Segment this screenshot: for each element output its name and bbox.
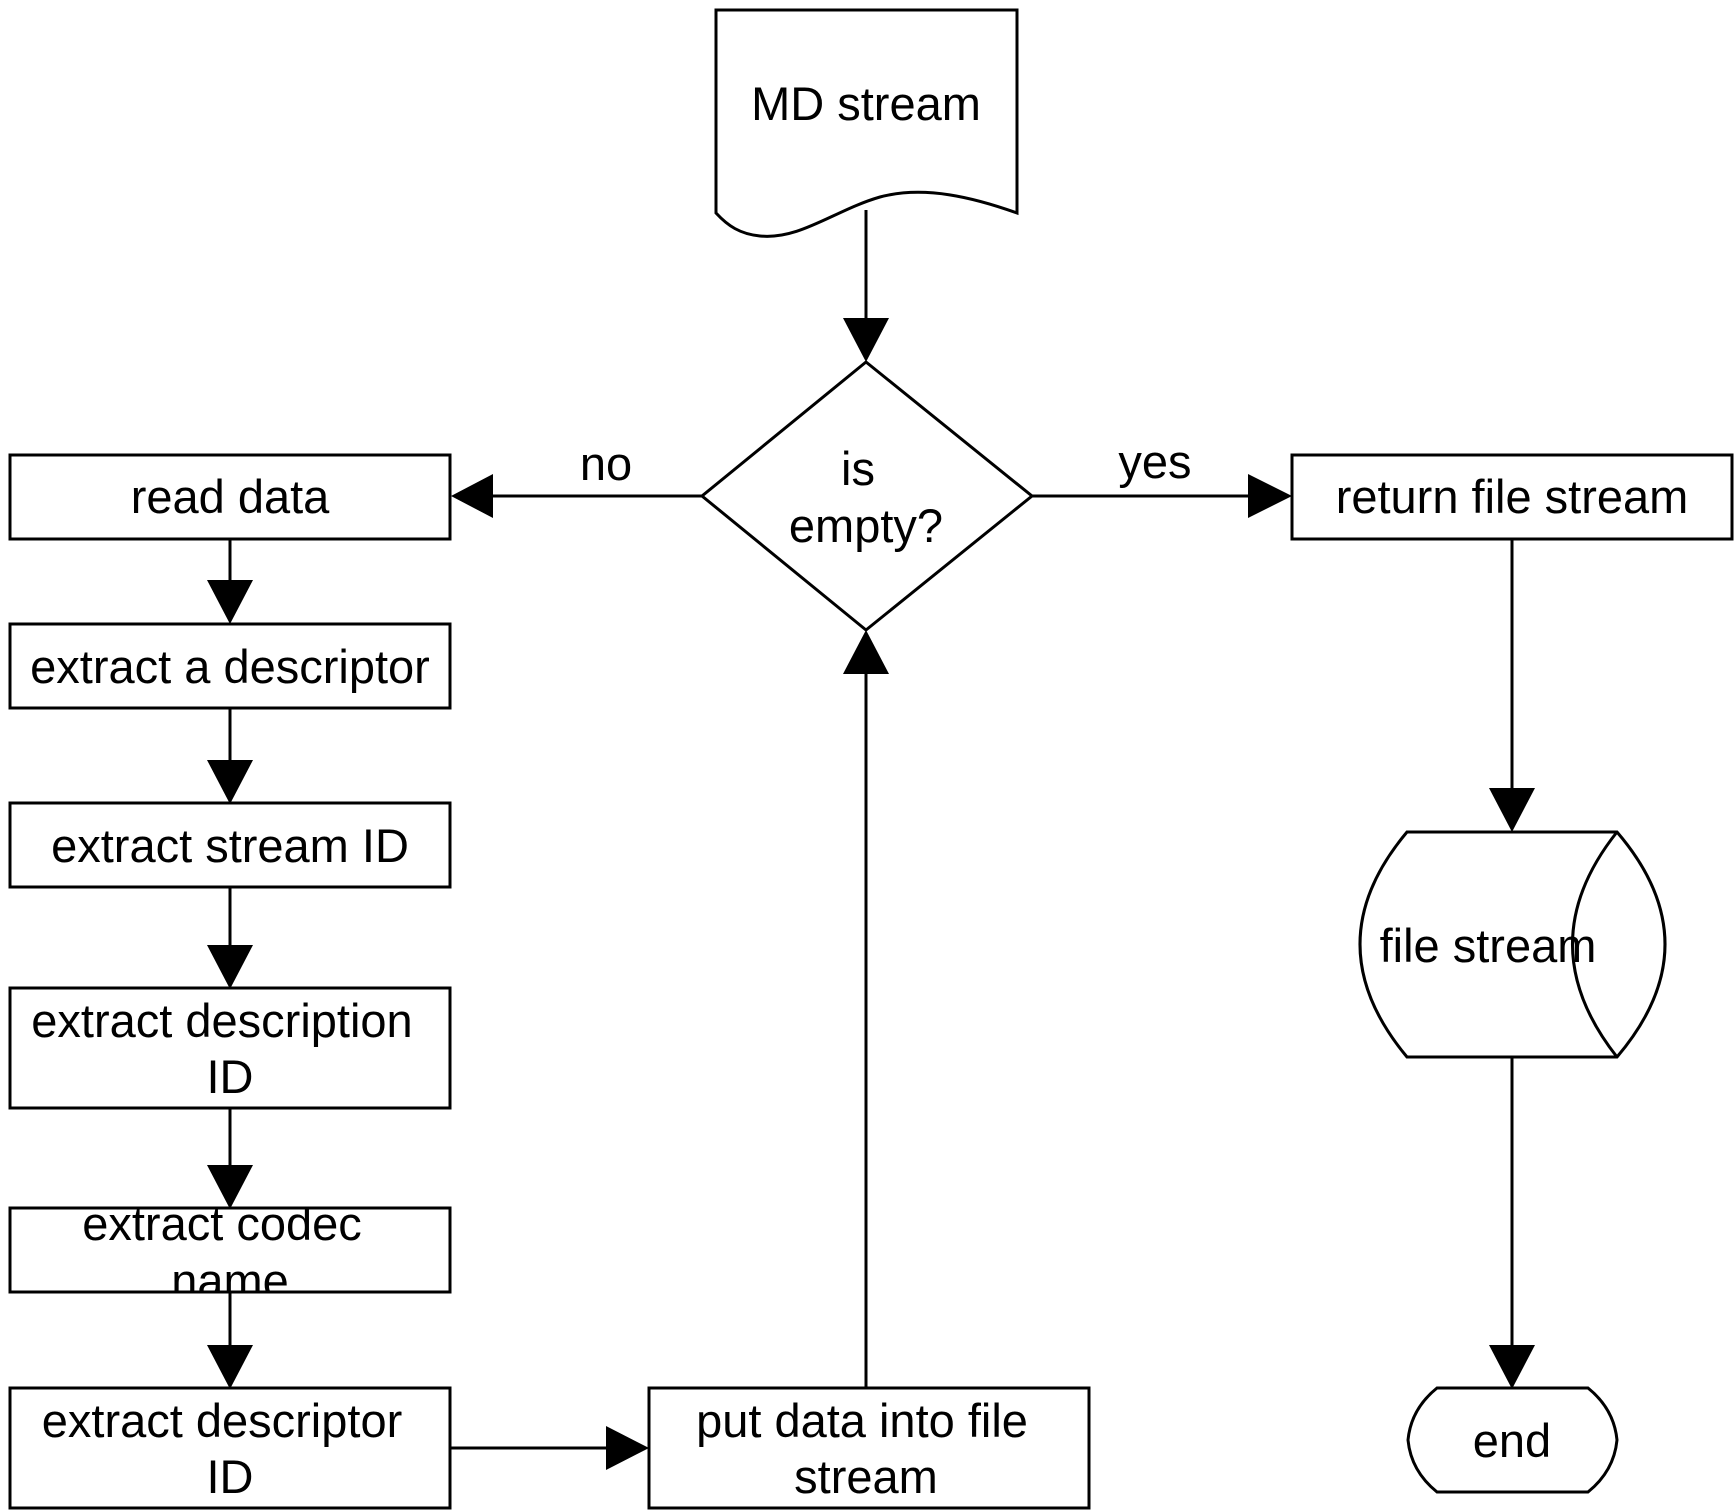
extract-stream-id-label: extract stream ID bbox=[51, 819, 409, 872]
end-terminator-shape bbox=[1406, 1386, 1619, 1494]
read-data-label: read data bbox=[131, 470, 330, 523]
extract-description-box bbox=[8, 986, 452, 1110]
decision-label-line1: is bbox=[841, 442, 875, 495]
edge-label-yes: yes bbox=[1118, 435, 1191, 488]
arrowhead-md-to-decision bbox=[843, 318, 889, 362]
extract-descriptor-box bbox=[8, 622, 452, 710]
arrowhead-description-to-codec bbox=[207, 1165, 253, 1209]
arrowhead-put-to-decision bbox=[843, 630, 889, 674]
arrowhead-descriptor-to-stream-id bbox=[207, 760, 253, 804]
extract-codec-label-line2: name bbox=[171, 1254, 289, 1307]
extract-codec-label-line1: extract codec bbox=[82, 1197, 362, 1250]
arrowhead-return-to-storage bbox=[1489, 788, 1535, 832]
extract-descriptor-label: extract a descriptor bbox=[30, 640, 430, 693]
return-file-stream-label: return file stream bbox=[1336, 470, 1689, 523]
end-label: end bbox=[1473, 1414, 1551, 1467]
md-stream-shape bbox=[714, 8, 1019, 238]
file-stream-storage-inner-curve bbox=[1571, 831, 1619, 1058]
arrowhead-read-to-descriptor bbox=[207, 580, 253, 624]
arrowhead-stream-id-to-description bbox=[207, 945, 253, 989]
file-stream-label: file stream bbox=[1380, 919, 1597, 972]
extract-stream-id-box bbox=[8, 801, 452, 889]
decision-diamond bbox=[699, 360, 1035, 632]
put-data-label-line1: put data into file bbox=[696, 1394, 1028, 1447]
arrowhead-codec-to-descriptor-id bbox=[207, 1345, 253, 1389]
decision-label-line2: empty? bbox=[789, 499, 943, 552]
arrowhead-decision-to-return bbox=[1248, 474, 1292, 518]
md-stream-label: MD stream bbox=[751, 77, 981, 130]
extract-descriptor-id-label-line1: extract descriptor bbox=[42, 1394, 402, 1447]
extract-description-label-line1: extract description bbox=[31, 994, 412, 1047]
put-data-box bbox=[647, 1386, 1091, 1510]
arrowhead-storage-to-end bbox=[1489, 1345, 1535, 1389]
put-data-label-line2: stream bbox=[794, 1450, 938, 1503]
read-data-box bbox=[8, 453, 452, 541]
arrowhead-decision-to-read bbox=[451, 474, 493, 518]
return-file-stream-box bbox=[1290, 453, 1734, 541]
extract-codec-box bbox=[8, 1206, 452, 1294]
edge-label-no: no bbox=[580, 437, 632, 490]
arrowhead-descriptor-id-to-put bbox=[606, 1426, 649, 1470]
extract-description-label-line2: ID bbox=[207, 1050, 254, 1103]
extract-descriptor-id-label-line2: ID bbox=[207, 1450, 254, 1503]
